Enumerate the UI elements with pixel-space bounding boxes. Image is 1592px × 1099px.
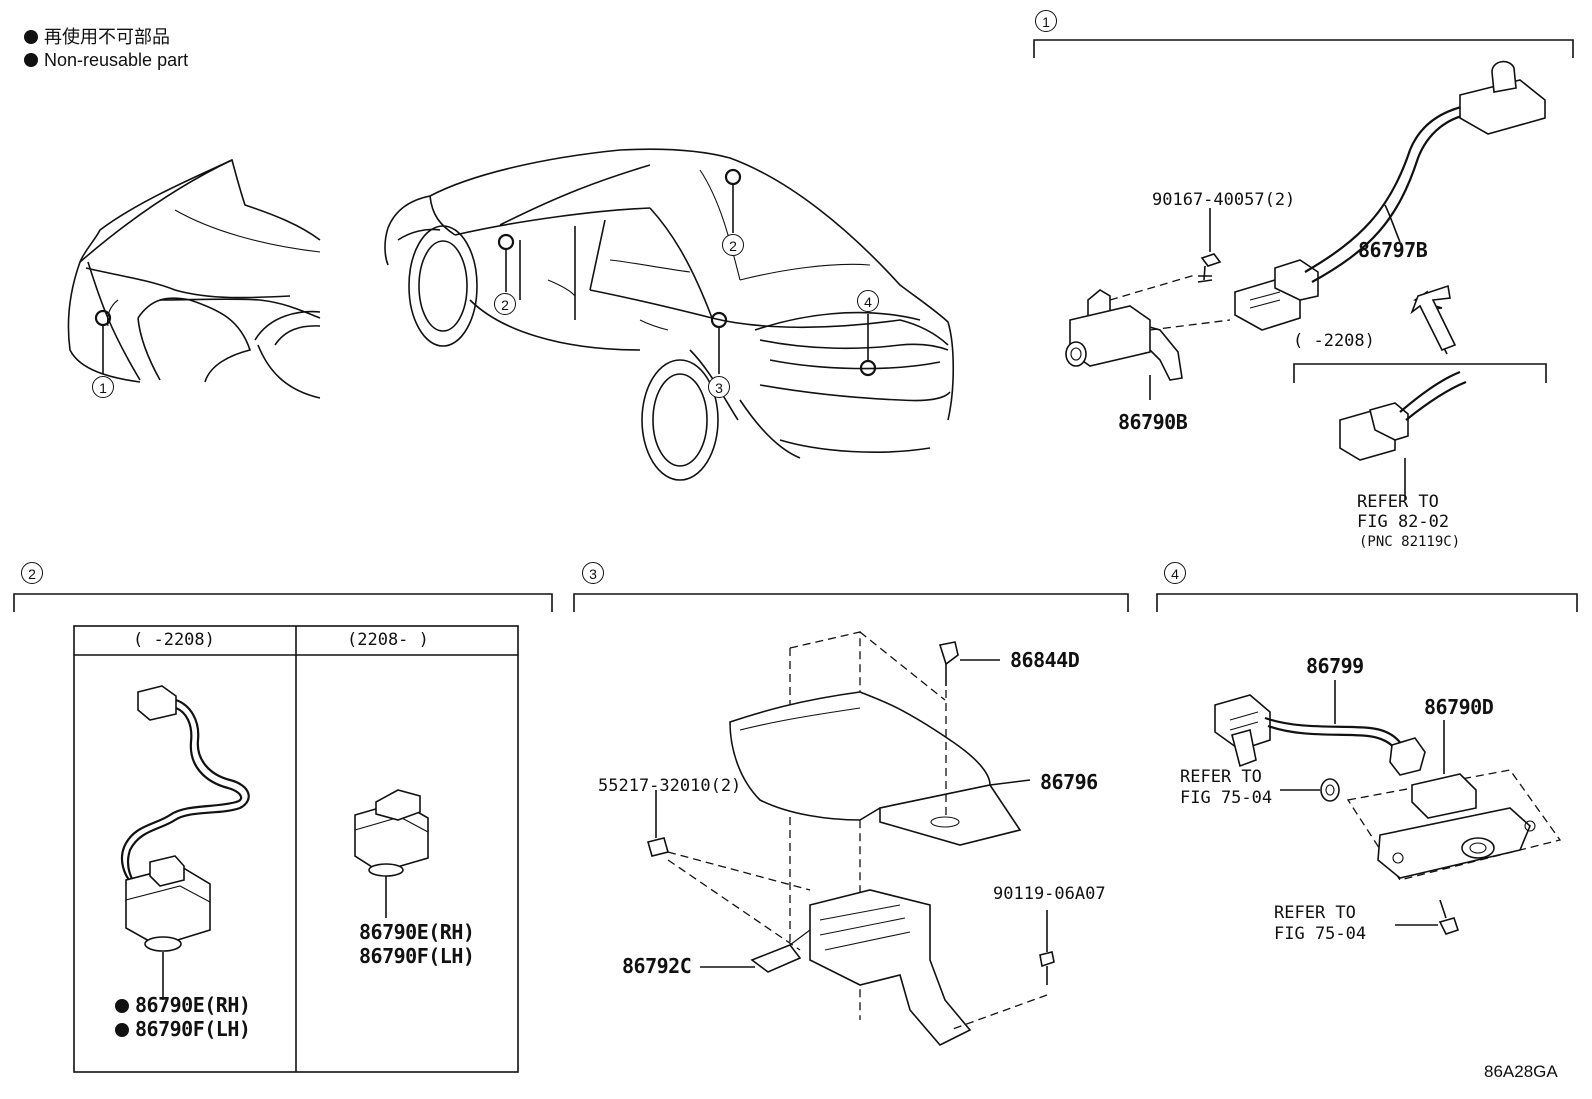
section4-camera-label: 86790D xyxy=(1424,695,1494,719)
section1-refer-line3: (PNC 82119C) xyxy=(1359,534,1461,550)
car-callout-3: 3 xyxy=(708,376,730,398)
section4-index: 4 xyxy=(1164,562,1186,584)
section1-sub-bracket xyxy=(1293,363,1547,383)
section4-refer-b-line1: REFER TO xyxy=(1274,903,1356,923)
car-callout-2a: 2 xyxy=(494,293,516,315)
section3-index: 3 xyxy=(582,562,604,584)
figure-code: 86A28GA xyxy=(1484,1062,1558,1081)
car-callout-2b: 2 xyxy=(722,234,744,256)
section3-parts xyxy=(647,631,1055,1046)
section1-bolt-label: 90167-40057(2) xyxy=(1152,190,1296,210)
section3-nut-label: 55217-32010(2) xyxy=(598,776,742,796)
legend-en: Non-reusable part xyxy=(24,50,188,70)
section2-left-header: ( -2208) xyxy=(133,630,215,650)
section4-refer-b-line2: FIG 75-04 xyxy=(1274,924,1367,944)
section4-refer-a-line2: FIG 75-04 xyxy=(1180,788,1273,808)
section1-camera-label: 86790B xyxy=(1118,410,1188,434)
section2-left-part-lh: 86790F(LH) xyxy=(115,1017,251,1041)
section2-right-part-lh: 86790F(LH) xyxy=(359,944,475,968)
car-callout-4: 4 xyxy=(857,290,879,312)
section3-screw-label: 90119-06A07 xyxy=(993,884,1106,904)
section3-clip-label: 86844D xyxy=(1010,648,1080,672)
location-dot-markers xyxy=(94,168,877,377)
legend-en-text: Non-reusable part xyxy=(44,50,189,70)
section1-date-range: ( -2208) xyxy=(1293,331,1375,351)
section2-index: 2 xyxy=(21,562,43,584)
section2-left-part-lh-text: 86790F(LH) xyxy=(135,1017,251,1041)
section2-right-header: (2208- ) xyxy=(347,630,429,650)
section3-cover-label: 86796 xyxy=(1040,770,1098,794)
section1-parts xyxy=(1065,60,1546,500)
section2-left-part-rh: 86790E(RH) xyxy=(115,993,251,1017)
section3-bracket-label: 86792C xyxy=(622,954,692,978)
legend-jp: 再使用不可部品 xyxy=(24,27,170,47)
section3-bracket xyxy=(573,593,1129,612)
section2-right-part-rh: 86790E(RH) xyxy=(359,920,475,944)
section4-refer-a-line1: REFER TO xyxy=(1180,767,1262,787)
section4-parts xyxy=(1214,680,1562,935)
non-reusable-dot-icon xyxy=(115,999,129,1013)
section1-index: 1 xyxy=(1035,10,1057,32)
front-car-view xyxy=(67,158,321,399)
section1-refer-line2: FIG 82-02 xyxy=(1357,512,1450,532)
section1-refer-line1: REFER TO xyxy=(1357,492,1439,512)
section2-bracket xyxy=(13,593,553,612)
section4-bracket xyxy=(1156,593,1578,612)
section1-harness-label: 86797B xyxy=(1358,238,1428,262)
non-reusable-dot-icon xyxy=(115,1023,129,1037)
section2-left-part-rh-text: 86790E(RH) xyxy=(135,993,251,1017)
section4-harness-label: 86799 xyxy=(1306,654,1364,678)
bullet-dot-icon xyxy=(24,30,38,44)
section2-parts xyxy=(73,625,519,1073)
bullet-dot-icon xyxy=(24,53,38,67)
front-callout-1: 1 xyxy=(92,376,114,398)
legend-jp-text: 再使用不可部品 xyxy=(44,27,170,47)
main-car-view xyxy=(384,148,955,481)
section1-bracket xyxy=(1033,39,1574,58)
